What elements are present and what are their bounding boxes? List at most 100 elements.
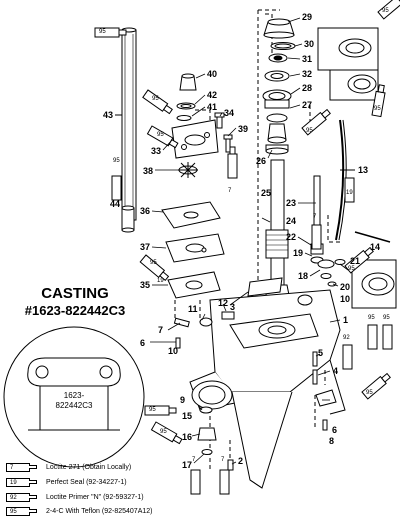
callout-13: 13 [358, 165, 369, 175]
callout-18: 18 [298, 271, 309, 281]
seal-detail-boxes [317, 27, 397, 309]
callout-37: 37 [140, 242, 151, 252]
tube-code: 19 [346, 190, 353, 196]
tube-code: 95 [306, 128, 313, 134]
tube-code: 92 [343, 335, 350, 341]
callout-16: 16 [182, 432, 193, 442]
nozzle-icon [29, 480, 37, 484]
callout-38: 38 [143, 166, 154, 176]
tube-code: 95 [160, 429, 167, 435]
casting-title: CASTING [41, 285, 109, 302]
callout-4: 4 [333, 366, 339, 376]
pinion-stack [262, 18, 296, 155]
sealant-tubes [94, 0, 400, 495]
legend-code: 92 [10, 495, 17, 501]
callout-1: 1 [343, 315, 349, 325]
callout-21: 21 [350, 256, 361, 266]
callout-39: 39 [238, 124, 249, 134]
legend-code: 95 [10, 509, 17, 515]
bolts-34-39 [214, 112, 233, 153]
callout-29: 29 [302, 12, 313, 22]
tube-code: 95 [113, 158, 120, 164]
legend-label: 2-4-C With Teflon (92-825407A12) [46, 508, 153, 515]
tube-code: 7 [313, 214, 317, 220]
legend-label: Loctite 271 (Obtain Locally) [46, 464, 132, 471]
callout-3: 3 [230, 302, 236, 312]
tube-code: 95 [366, 390, 373, 396]
tube-icon: 19 [6, 478, 30, 487]
callout-31: 31 [302, 54, 313, 64]
callout-7-left: 7 [158, 325, 164, 335]
gasket-plates [161, 201, 225, 299]
callout-10-lower: 10 [168, 346, 179, 356]
tube-icon: 95 [6, 507, 30, 516]
callout-32: 32 [302, 69, 313, 79]
callout-35: 35 [140, 280, 151, 290]
tube-icon: 92 [6, 493, 30, 502]
casting-detail-circle [3, 326, 145, 468]
callout-6-right: 6 [332, 425, 338, 435]
callout-33: 33 [151, 146, 162, 156]
callout-19: 19 [293, 248, 304, 258]
callout-26: 26 [256, 156, 267, 166]
tube-code: 95 [382, 8, 389, 14]
detail-text-line1: 1623- [63, 391, 85, 400]
tube-code: 95 [374, 106, 381, 112]
tube-code: 19 [157, 278, 164, 284]
tube-code: 7 [221, 457, 225, 463]
callout-34: 34 [224, 108, 235, 118]
tube-code: 7 [228, 188, 232, 194]
tube-code: 95 [152, 96, 159, 102]
callout-17: 17 [182, 460, 193, 470]
detail-text-line2: 822442C3 [55, 401, 93, 410]
tube-icon: 7 [6, 463, 30, 472]
tube-code: 95 [99, 29, 106, 35]
callout-5: 5 [318, 348, 324, 358]
callout-43: 43 [103, 110, 114, 120]
tube-code: 95 [149, 407, 156, 413]
callout-40: 40 [207, 69, 218, 79]
small-fasteners [173, 231, 391, 471]
callout-10-upper: 10 [340, 294, 351, 304]
leader-lines [150, 17, 349, 465]
tube-code: 95 [368, 315, 375, 321]
callout-27: 27 [302, 100, 313, 110]
callout-11: 11 [188, 304, 198, 314]
tube-code: 95 [157, 132, 164, 138]
callout-25: 25 [261, 188, 272, 198]
callout-12: 12 [218, 298, 229, 308]
tube-code: 95 [383, 315, 390, 321]
nozzle-icon [29, 465, 37, 469]
tube-code: 7 [192, 457, 196, 463]
callout-44: 44 [110, 199, 121, 209]
callout-30: 30 [304, 39, 315, 49]
callout-24: 24 [286, 216, 297, 226]
gear-case-housing [189, 289, 346, 489]
sleeve-44 [121, 205, 135, 233]
tube-code: 95 [348, 266, 355, 272]
callout-6-left: 6 [140, 338, 146, 348]
casting-number: #1623-822442C3 [24, 303, 126, 318]
callout-9: 9 [180, 395, 186, 405]
callout-15: 15 [182, 411, 193, 421]
callout-23: 23 [286, 198, 297, 208]
legend-label: Loctite Primer "N" (92-59327-1) [46, 494, 144, 501]
legend-code: 7 [10, 465, 14, 471]
drive-shaft-43 [115, 27, 137, 221]
water-pump-parts [171, 73, 219, 178]
callout-20: 20 [340, 282, 351, 292]
tube-code: 95 [150, 260, 157, 266]
callout-2: 2 [238, 456, 244, 466]
callout-14: 14 [370, 242, 381, 252]
nozzle-icon [29, 495, 37, 499]
callout-42: 42 [207, 90, 218, 100]
callout-22: 22 [286, 232, 297, 242]
legend-label: Perfect Seal (92-34227-1) [46, 479, 127, 486]
nozzle-icon [29, 509, 37, 513]
legend-code: 19 [10, 480, 17, 486]
callout-36: 36 [140, 206, 151, 216]
callout-41: 41 [207, 102, 218, 112]
callout-8: 8 [329, 436, 335, 446]
